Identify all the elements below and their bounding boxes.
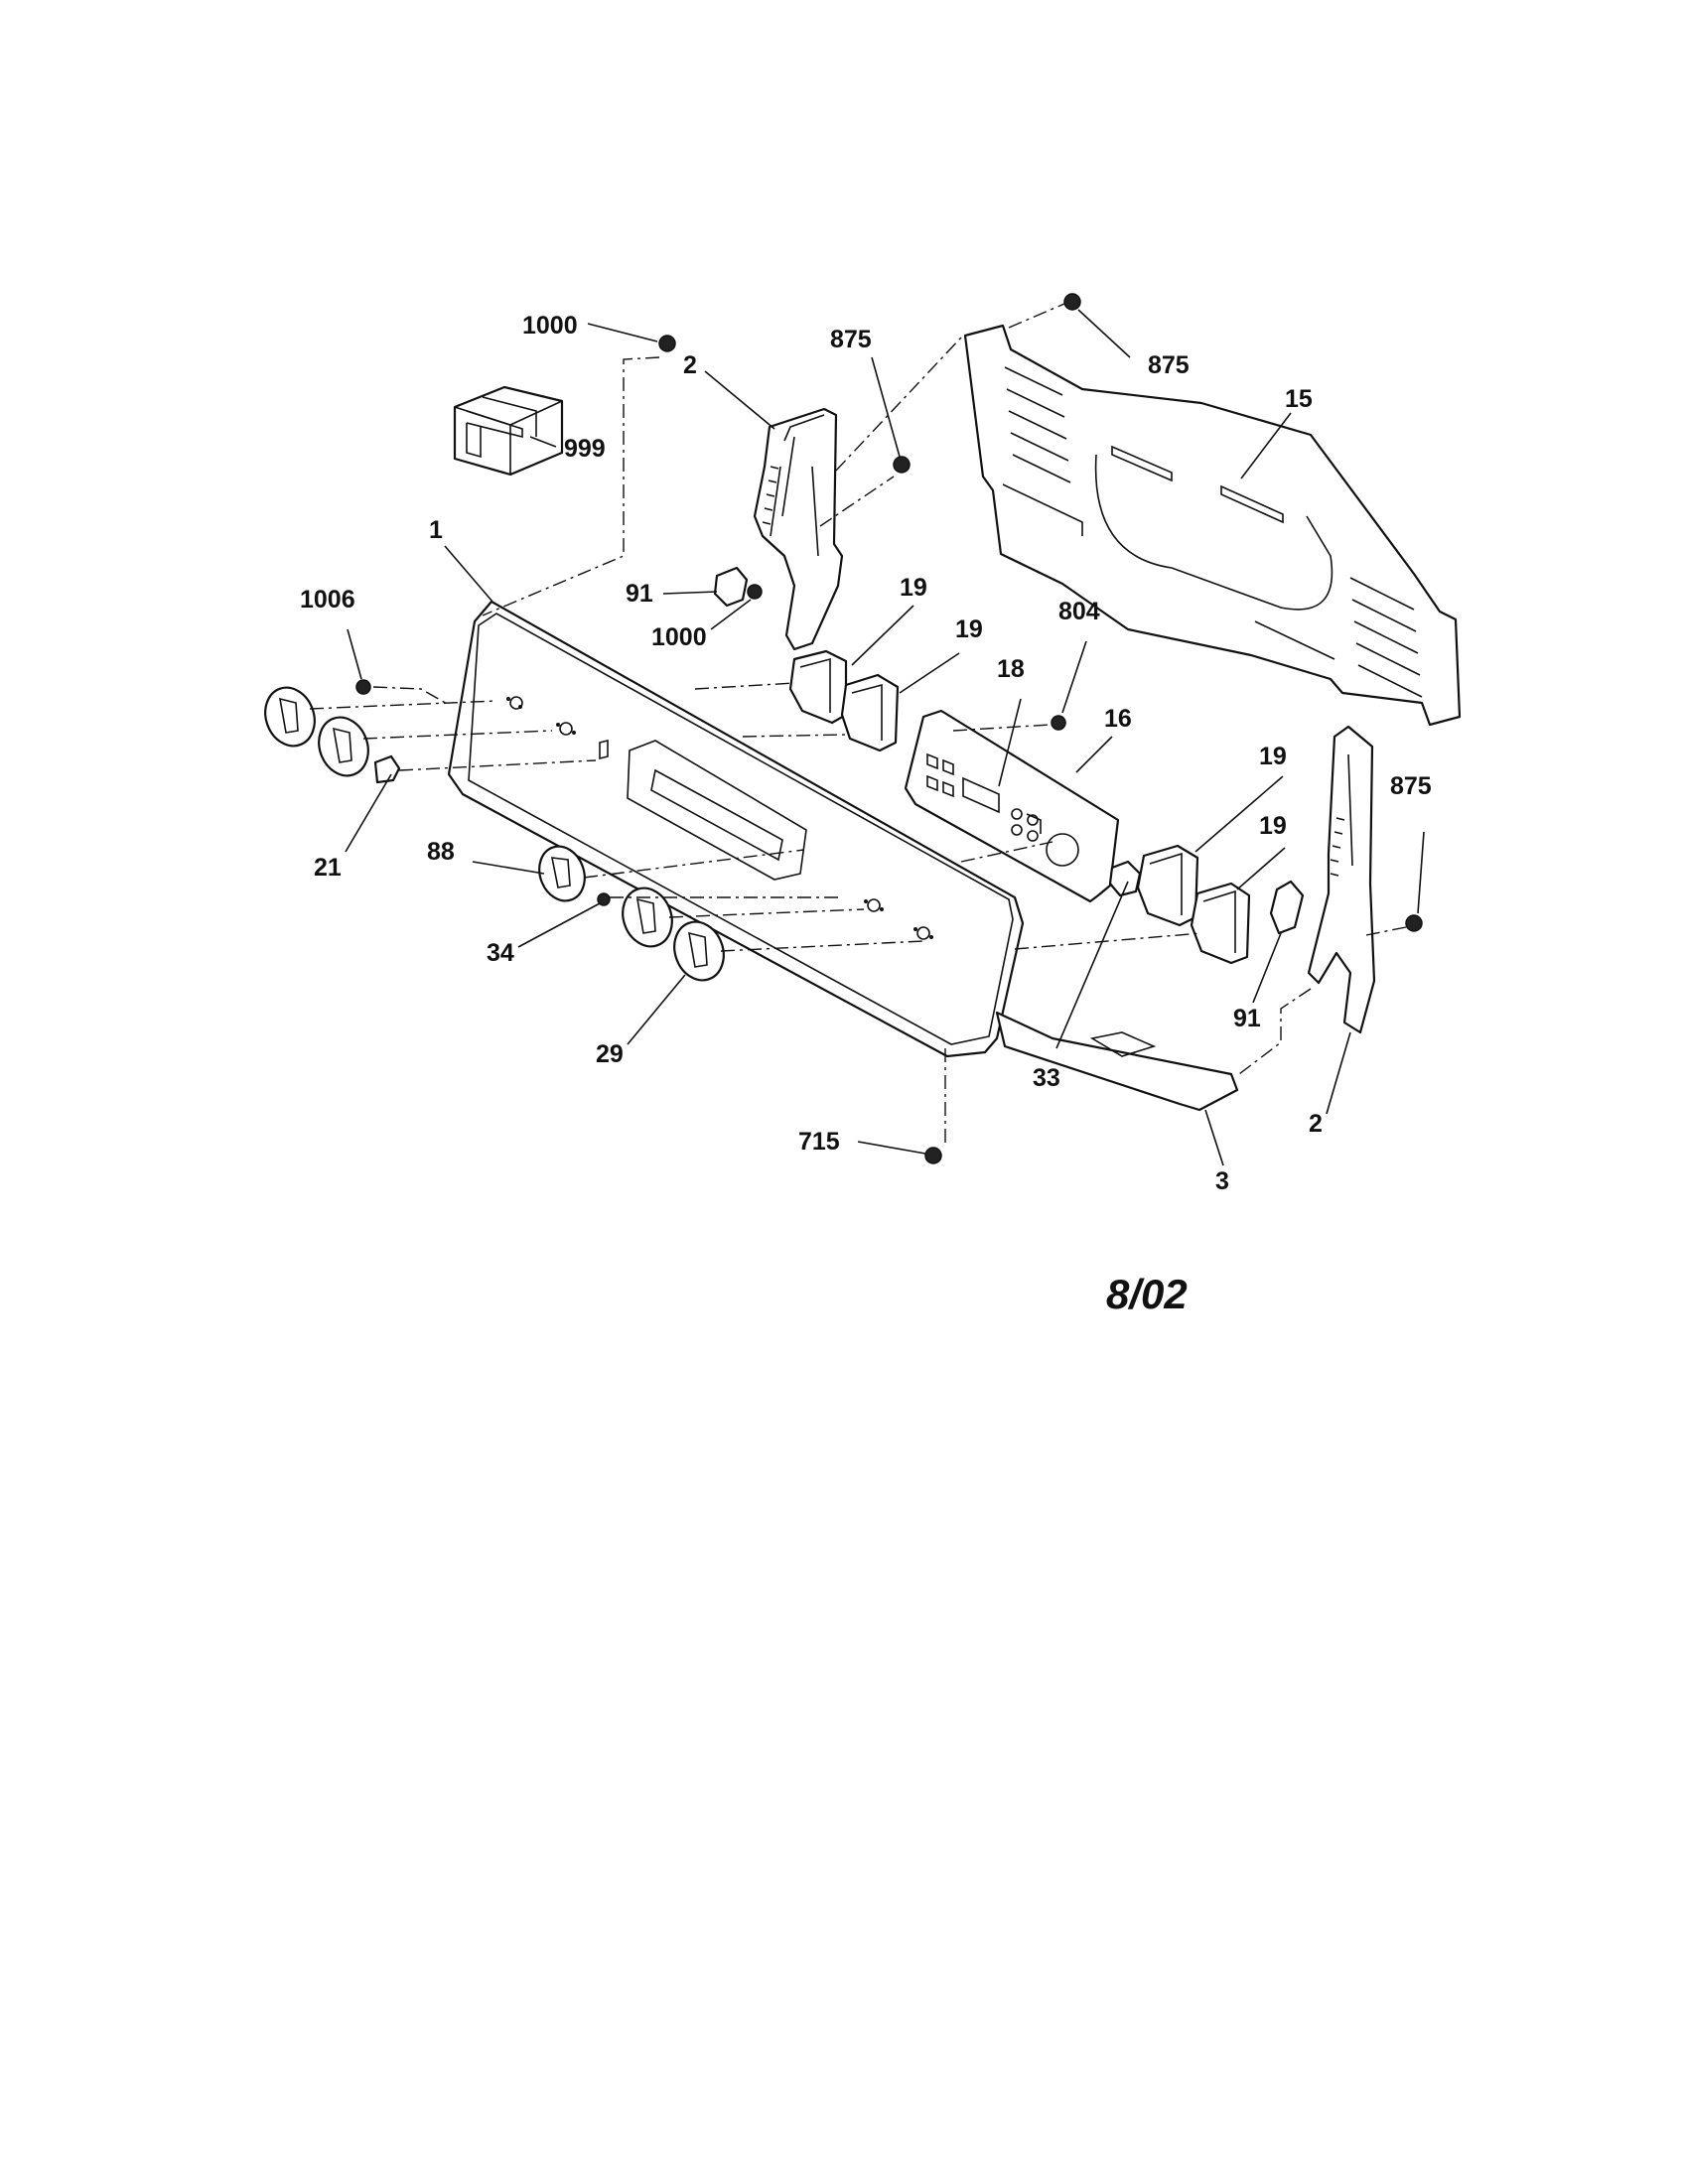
screw-part-804 bbox=[1051, 715, 1066, 731]
screw-part-875-top bbox=[1063, 293, 1081, 311]
callout-1006: 1006 bbox=[300, 586, 355, 614]
callout-88: 88 bbox=[427, 838, 455, 866]
rear-cover-part-15 bbox=[963, 324, 1462, 727]
knob-upper-left-2 bbox=[318, 716, 369, 777]
callout-91-left: 91 bbox=[626, 580, 653, 608]
switch-part-19-a bbox=[788, 649, 848, 725]
callout-999: 999 bbox=[564, 435, 606, 463]
callout-33: 33 bbox=[1033, 1064, 1060, 1092]
callout-15: 15 bbox=[1285, 385, 1313, 413]
callout-21: 21 bbox=[314, 854, 342, 882]
callout-16: 16 bbox=[1104, 705, 1132, 733]
alignment-lines bbox=[309, 303, 1407, 1144]
switch-part-21 bbox=[373, 754, 401, 784]
callout-19-c: 19 bbox=[1259, 743, 1287, 770]
callout-3: 3 bbox=[1215, 1167, 1229, 1195]
callout-19-d: 19 bbox=[1259, 812, 1287, 840]
callout-1000-top: 1000 bbox=[522, 312, 578, 340]
callout-29: 29 bbox=[596, 1040, 624, 1068]
callout-2-bottom: 2 bbox=[1309, 1110, 1323, 1138]
date-code: 8/02 bbox=[1106, 1271, 1188, 1317]
callout-1: 1 bbox=[429, 516, 443, 544]
screw-part-875-right bbox=[1405, 914, 1423, 932]
screw-part-1006 bbox=[355, 679, 371, 695]
callout-18: 18 bbox=[997, 655, 1025, 683]
callout-875-right: 875 bbox=[1390, 772, 1432, 800]
screw-part-1000-mid bbox=[747, 584, 763, 600]
callout-2-top: 2 bbox=[683, 351, 697, 379]
screw-part-875-upper bbox=[893, 456, 911, 474]
knob-part-88 bbox=[538, 845, 586, 902]
knob-upper-left-1 bbox=[264, 686, 316, 748]
callout-875-top: 875 bbox=[830, 326, 872, 353]
connector-part-33 bbox=[1108, 860, 1142, 897]
callout-1000-mid: 1000 bbox=[651, 623, 707, 651]
callout-34: 34 bbox=[487, 939, 514, 967]
switch-part-19-d bbox=[1190, 882, 1251, 965]
knob-lower-1 bbox=[622, 887, 673, 948]
switch-part-19-c bbox=[1136, 844, 1199, 927]
clip-part-91-right bbox=[1269, 880, 1305, 935]
knob-part-29 bbox=[673, 920, 725, 982]
callout-804: 804 bbox=[1058, 598, 1100, 625]
callout-labels: 1000 999 2 875 875 15 1 1006 91 1000 19 … bbox=[300, 312, 1432, 1317]
screw-part-1000-top bbox=[658, 335, 676, 352]
switch-part-19-b bbox=[840, 673, 900, 752]
screw-part-715 bbox=[924, 1147, 942, 1164]
callout-19-b: 19 bbox=[955, 615, 983, 643]
end-bracket-part-2-bottom bbox=[1307, 725, 1376, 1034]
leader-lines bbox=[345, 309, 1425, 1166]
callout-875-upper: 875 bbox=[1148, 351, 1190, 379]
end-bracket-part-2-top bbox=[713, 407, 844, 651]
package-part-999 bbox=[453, 385, 564, 477]
callout-91-right: 91 bbox=[1233, 1005, 1261, 1032]
control-panel-part-1 bbox=[447, 600, 1025, 1058]
vent-trim-part-3 bbox=[995, 1011, 1239, 1112]
callout-19-a: 19 bbox=[900, 574, 927, 602]
clock-control-part-16 bbox=[904, 709, 1120, 903]
callout-715: 715 bbox=[798, 1128, 840, 1156]
clip-part-91-left bbox=[713, 566, 749, 608]
indicator-part-34 bbox=[597, 892, 611, 906]
